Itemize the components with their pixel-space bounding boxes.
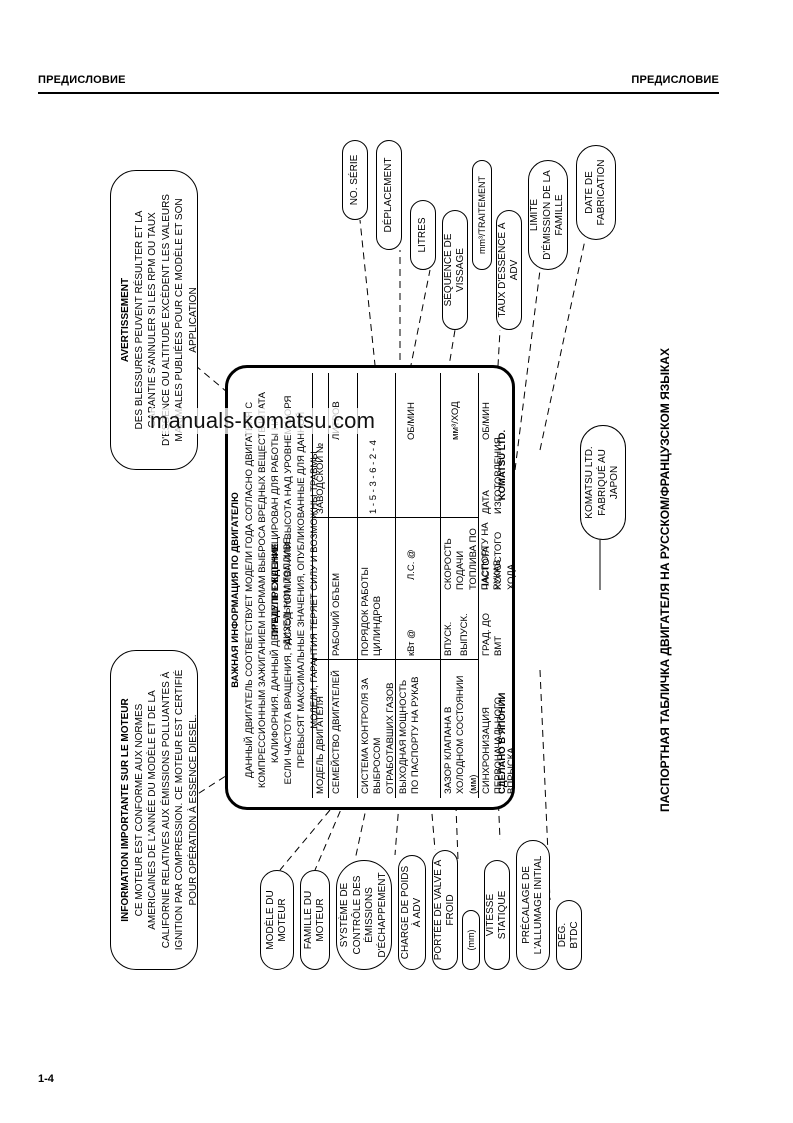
callout-fabrique: KOMATSU LTD. FABRIQUÉ AU JAPON [580, 425, 626, 540]
callout-mm3: mm³/TRAITEMENT [472, 160, 492, 270]
plate-japan: СДЕЛАНО В ЯПОНИИ [497, 692, 508, 794]
warning-box-title: AVERTISSEMENT [120, 277, 131, 363]
plate-system: СИСТЕМА КОНТРОЛЯ ЗА ВЫБРОСОМ ОТРАБОТАВШИ… [360, 678, 396, 794]
info-box-body: CE MOTEUR EST CONFORME AUX NORMES AMERIC… [133, 669, 199, 951]
plate-warning-title: ПРЕДУПРЕЖДЕНИЕ [270, 543, 281, 637]
plate-firing-value: 1 - 5 - 3 - 6 - 2 - 4 [368, 440, 379, 514]
callout-deplacement: DÉPLACEMENT [376, 140, 402, 250]
leader-date [539, 239, 586, 451]
callout-no-serie: NO. SÉRIE [342, 140, 368, 220]
plate-title: ВАЖНАЯ ИНФОРМАЦИЯ ПО ДВИГАТЕЛЮ [230, 492, 241, 688]
callout-portee: PORTÉE DE VALVE À FROID [432, 850, 458, 970]
callout-taux: TAUX D'ESSENCE À ADV [496, 210, 522, 330]
callout-sequence: SÉQUENCE DE VISSAGE [442, 210, 468, 330]
plate-row-line [312, 373, 313, 798]
watermark: manuals-komatsu.com [150, 408, 376, 434]
plate-exhaust: ВЫПУСК. [459, 613, 470, 656]
figure-caption: ПАСПОРТНАЯ ТАБЛИЧКА ДВИГАТЕЛЯ НА РУССКОМ… [658, 348, 672, 812]
leader-portee [429, 789, 436, 851]
header-left: ПРЕДИСЛОВИЕ [38, 74, 126, 86]
plate-model: МОДЕЛЬ ДВИГАТЕЛЯ [315, 696, 326, 794]
callout-limite: LIMITE D'ÉMISSION DE LA FAMILLE [528, 160, 568, 270]
callout-charge: CHARGE DE POIDS À ADV [398, 855, 426, 970]
plate-row-line [440, 373, 441, 798]
plate-family: СЕМЕЙСТВО ДВИГАТЕЛЕЙ [331, 670, 342, 794]
plate-serial: ЗАВОДСКОЙ № [315, 442, 326, 514]
header-rule [38, 92, 719, 94]
callout-date-fab: DATE DE FABRICATION [576, 145, 616, 240]
rotated-plate-figure: INFORMATION IMPORTANTE SUR LE MOTEUR CE … [70, 130, 710, 1030]
plate-intake: ВПУСК. [443, 621, 454, 656]
plate-rpm: ОБ/МИН [406, 402, 417, 440]
callout-modele: MODÈLE DU MOTEUR [260, 870, 294, 970]
info-box-title: INFORMATION IMPORTANTE SUR LE MOTEUR [120, 698, 131, 922]
callout-famille: FAMILLE DU MOTEUR [300, 870, 330, 970]
plate-maker: KOMATSU LTD. [497, 429, 508, 501]
callout-btdc: DEG. BTDC [556, 900, 582, 970]
info-box: INFORMATION IMPORTANTE SUR LE MOTEUR CE … [110, 650, 199, 970]
leader-limite [514, 269, 541, 471]
plate-firing: ПОРЯДОК РАБОТЫ ЦИЛИНДРОВ [360, 567, 384, 656]
leader-modele [279, 809, 331, 871]
callout-komatsu: KOMATSU LTD. [584, 446, 596, 519]
leader-litres [409, 269, 431, 371]
callout-mm: (mm) [462, 910, 480, 970]
plate-stroke: мм³/ХОД [450, 401, 461, 440]
callout-systeme: SYSTÈME DE CONTRÔLE DES ÉMISSIONS D'ÉCHA… [336, 860, 392, 970]
leader-info [164, 769, 236, 816]
callout-precalage: PRÉCALAGE DE L'ALLUMAGE INITIAL [516, 840, 550, 970]
plate-power: ВЫХОДНАЯ МОЩНОСТЬ ПО ПАСПОРТУ НА РУКАВ [398, 676, 422, 794]
leader-btdc [539, 669, 551, 901]
callout-vitesse: VITESSE STATIQUE [484, 860, 510, 970]
leader-famille [314, 799, 346, 871]
plate-row-line [357, 373, 358, 798]
plate-kw: кВт @ [406, 629, 417, 656]
callout-fabrique-text: FABRIQUÉ AU JAPON [596, 449, 621, 516]
header-right: ПРЕДИСЛОВИЕ [631, 74, 719, 86]
plate-col-line [312, 659, 478, 660]
plate-displacement: РАБОЧИЙ ОБЪЕМ [331, 572, 342, 656]
plate-valve: ЗАЗОР КЛАПАНА В ХОЛОДНОМ СОСТОЯНИИ (мм) [443, 675, 479, 794]
page-number: 1-4 [38, 1073, 54, 1085]
leader-charge [394, 789, 401, 856]
plate-hp: Л.С. @ [406, 549, 417, 580]
plate-row-line [328, 373, 329, 798]
plate-rpm2: ОБ/МИН [481, 402, 492, 440]
callout-litres: LITRES [410, 200, 436, 270]
